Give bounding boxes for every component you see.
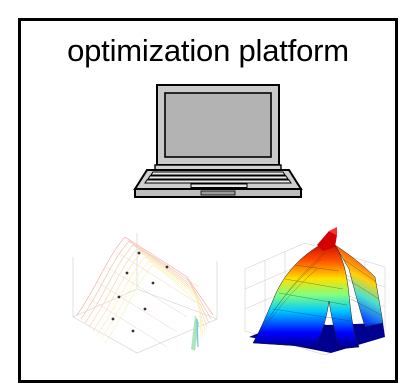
diagram-title: optimization platform	[67, 33, 349, 68]
surface-plot-colormap-icon	[235, 219, 395, 359]
surface-plot-wireframe-icon	[67, 227, 227, 357]
diagram-frame: optimization platform	[18, 18, 398, 383]
laptop-icon	[133, 83, 305, 205]
